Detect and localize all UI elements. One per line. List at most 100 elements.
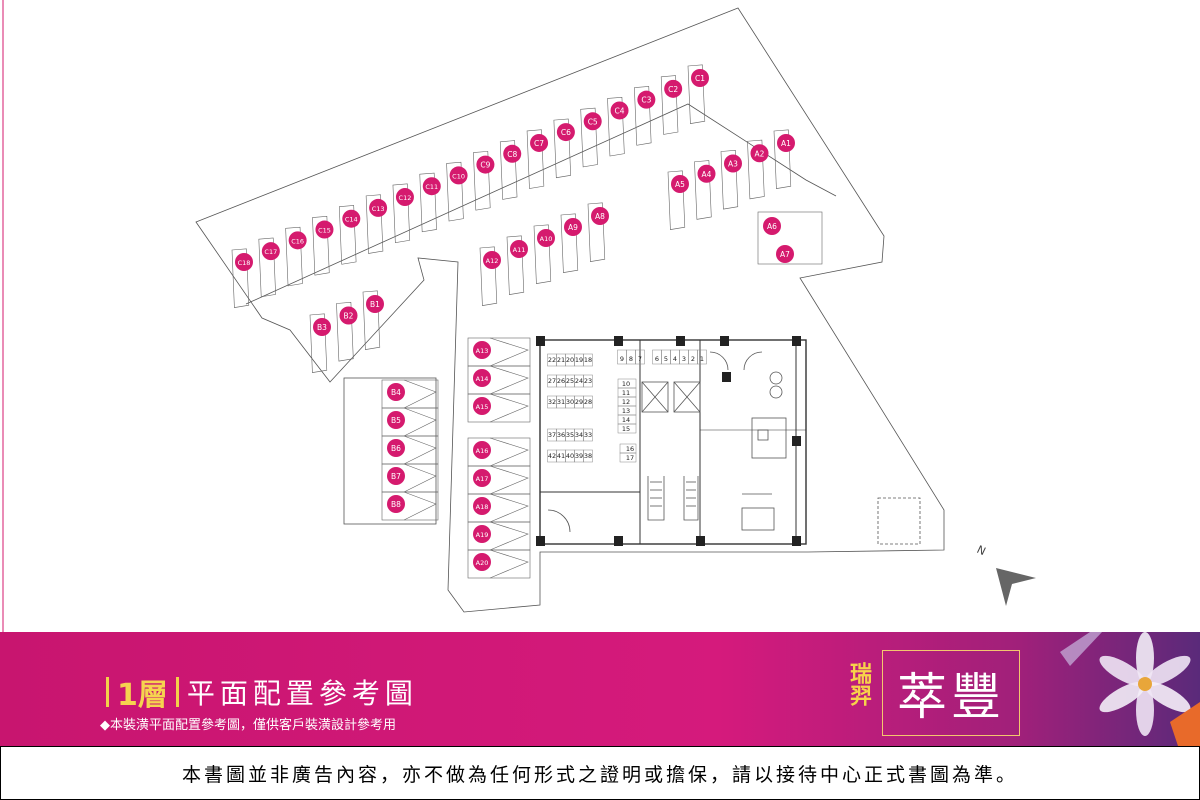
parking-spot-a14: A14 [473, 369, 491, 387]
parking-spot-a9: A9 [564, 218, 582, 236]
locker-number: 24 [575, 377, 583, 385]
parking-spot-c17: C17 [261, 242, 280, 261]
svg-text:B8: B8 [391, 500, 401, 509]
svg-text:C13: C13 [372, 205, 385, 213]
title-banner: 1層 平面配置參考圖 ◆本裝潢平面配置參考圖，僅供客戶裝潢設計參考用 瑞羿 萃豐 [0, 632, 1200, 746]
parking-spot-a20: A20 [473, 553, 491, 571]
svg-text:C7: C7 [534, 139, 544, 148]
building-details [547, 351, 921, 545]
locker-number: 39 [575, 452, 583, 460]
parking-spot-c1: C1 [691, 69, 709, 87]
svg-text:A1: A1 [781, 139, 791, 148]
locker-number: 26 [557, 377, 565, 385]
svg-text:A6: A6 [767, 222, 777, 231]
svg-text:A20: A20 [476, 559, 489, 567]
svg-text:C18: C18 [238, 259, 251, 267]
parking-spot-a5: A5 [671, 175, 689, 193]
locker-number: 10 [622, 380, 630, 388]
parking-spot-c9: C9 [476, 155, 495, 174]
locker-number: 35 [566, 431, 574, 439]
svg-text:C3: C3 [641, 96, 651, 105]
parking-spot-c13: C13 [369, 198, 388, 217]
locker-number: 19 [575, 356, 583, 364]
parking-spot-a17: A17 [473, 469, 491, 487]
svg-text:A10: A10 [540, 235, 553, 243]
locker-number: 17 [626, 454, 634, 462]
svg-text:C15: C15 [318, 227, 331, 235]
locker-number: 18 [584, 356, 592, 364]
svg-text:C10: C10 [452, 172, 465, 180]
parking-spot-a3: A3 [724, 154, 742, 173]
floor-plan: C1C2C3C4C5C6C7C8C9C10C11C12C13C14C15C16C… [2, 0, 1036, 632]
svg-text:C4: C4 [615, 106, 625, 115]
svg-text:A4: A4 [702, 170, 712, 179]
locker-number: 32 [548, 398, 556, 406]
locker-number: 21 [557, 356, 565, 364]
locker-number: 27 [548, 377, 556, 385]
subtitle: ◆本裝潢平面配置參考圖，僅供客戶裝潢設計參考用 [100, 718, 396, 733]
parking-spot-b8: B8 [387, 495, 405, 513]
svg-text:A17: A17 [476, 475, 489, 483]
svg-text:A9: A9 [568, 223, 578, 232]
locker-number: 13 [622, 407, 630, 415]
parking-spot-b7: B7 [387, 467, 405, 485]
disclaimer: 本書圖並非廣告內容，亦不做為任何形式之證明或擔保，請以接待中心正式書圖為準。 [0, 746, 1200, 800]
svg-text:C6: C6 [561, 128, 571, 137]
locker-number: 31 [557, 398, 565, 406]
parking-spot-c15: C15 [315, 220, 334, 239]
parking-spot-a7: A7 [776, 245, 794, 263]
locker-number: 40 [566, 452, 574, 460]
svg-text:A8: A8 [595, 212, 605, 221]
svg-text:B7: B7 [391, 472, 401, 481]
locker-number: 12 [622, 398, 630, 406]
locker-number: 5 [664, 355, 668, 363]
svg-text:C2: C2 [668, 85, 678, 94]
locker-number: 36 [557, 431, 565, 439]
parking-spot-a2: A2 [750, 144, 769, 163]
locker-number: 30 [566, 398, 574, 406]
parking-spot-c7: C7 [530, 133, 549, 152]
parking-spot-b6: B6 [387, 439, 405, 457]
locker-number: 3 [682, 355, 686, 363]
svg-text:A15: A15 [476, 403, 489, 411]
locker-number: 15 [622, 425, 630, 433]
svg-text:A11: A11 [513, 246, 526, 254]
parking-spot-a19: A19 [473, 525, 491, 543]
locker-number: 29 [575, 398, 583, 406]
svg-text:A12: A12 [486, 257, 499, 265]
parking-spot-c11: C11 [422, 177, 441, 196]
svg-text:C11: C11 [425, 183, 438, 191]
parking-spot-b2: B2 [339, 306, 358, 325]
svg-text:C8: C8 [507, 150, 517, 159]
svg-text:B4: B4 [391, 388, 401, 397]
parking-spot-c16: C16 [288, 231, 307, 250]
title-divider [175, 677, 179, 707]
parking-spot-a18: A18 [473, 497, 491, 515]
svg-text:A13: A13 [476, 347, 489, 355]
parking-spot-b1: B1 [366, 295, 384, 313]
locker-number: 33 [584, 431, 592, 439]
locker-number: 25 [566, 377, 574, 385]
flower-decoration-icon [1060, 632, 1200, 746]
svg-text:A14: A14 [476, 375, 489, 383]
locker-number: 14 [622, 416, 630, 424]
locker-number: 8 [629, 355, 633, 363]
parking-spot-c10: C10 [449, 166, 468, 185]
svg-text:A19: A19 [476, 531, 489, 539]
svg-text:A2: A2 [755, 149, 765, 158]
parking-spot-a16: A16 [473, 441, 491, 459]
parking-spot-a6: A6 [763, 217, 781, 235]
page-title: 平面配置參考圖 [186, 677, 418, 710]
parking-spot-c8: C8 [503, 144, 522, 163]
svg-text:C16: C16 [291, 237, 304, 245]
svg-text:B5: B5 [391, 416, 401, 425]
locker-number: 2 [691, 355, 695, 363]
building-core [536, 336, 807, 546]
parking-spot-b5: B5 [387, 411, 405, 429]
svg-text:N: N [975, 543, 988, 558]
svg-text:A18: A18 [476, 503, 489, 511]
svg-text:C1: C1 [695, 74, 705, 83]
parking-spot-c6: C6 [556, 123, 575, 142]
floor-label: 1層 [117, 678, 168, 713]
parking-spot-a10: A10 [537, 229, 555, 247]
